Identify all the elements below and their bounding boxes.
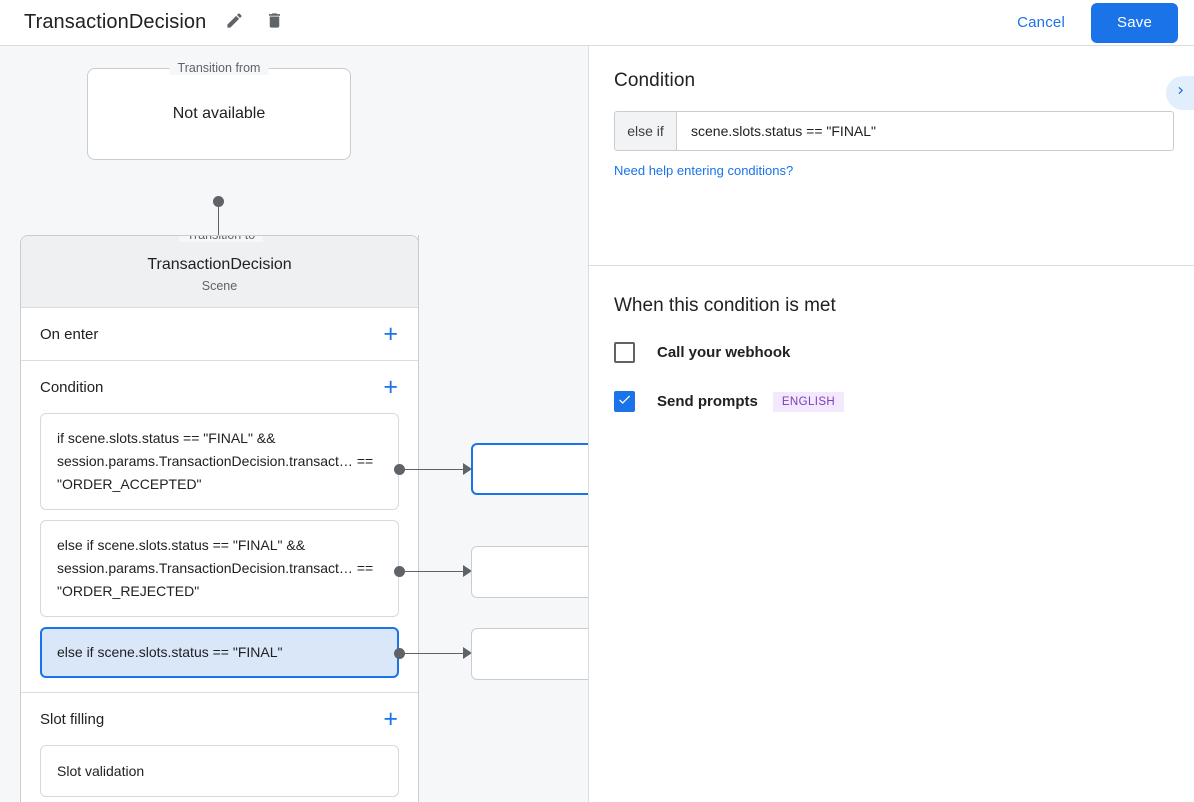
app-header: TransactionDecision Cancel Save <box>0 0 1194 46</box>
page-title: TransactionDecision <box>24 11 207 33</box>
edge-dot <box>394 464 405 475</box>
condition-help-link[interactable]: Need help entering conditions? <box>614 163 794 178</box>
section-condition: Condition + if scene.slots.status == "FI… <box>21 361 418 693</box>
condition-expression-input[interactable]: scene.slots.status == "FINAL" <box>691 123 877 139</box>
condition-item[interactable]: if scene.slots.status == "FINAL" && sess… <box>40 413 399 510</box>
section-slot-filling: Slot filling + Slot validation <box>21 693 418 802</box>
edge-line <box>400 469 465 470</box>
condition-list: if scene.slots.status == "FINAL" && sess… <box>21 413 418 692</box>
condition-item-selected[interactable]: else if scene.slots.status == "FINAL" <box>40 627 399 678</box>
slot-filling-list: Slot validation <box>21 745 418 802</box>
panel-divider <box>589 265 1194 266</box>
condition-item[interactable]: else if scene.slots.status == "FINAL" &&… <box>40 520 399 617</box>
transition-to-legend: Transition to <box>178 236 264 242</box>
send-prompts-label: Send prompts <box>657 393 758 410</box>
slot-validation-item[interactable]: Slot validation <box>40 745 399 797</box>
delete-scene-button[interactable] <box>260 9 288 37</box>
transition-target-box[interactable] <box>471 546 588 598</box>
save-button[interactable]: Save <box>1091 2 1178 43</box>
section-condition-header: Condition + <box>21 361 418 413</box>
edit-name-button[interactable] <box>220 9 248 37</box>
section-slot-filling-header: Slot filling + <box>21 693 418 745</box>
call-webhook-label: Call your webhook <box>657 344 791 361</box>
section-on-enter-header: On enter + <box>21 308 418 360</box>
transition-from-card[interactable]: Transition from Not available <box>87 61 351 160</box>
add-slot-filling-button[interactable]: + <box>383 704 398 733</box>
add-condition-button[interactable]: + <box>383 372 398 401</box>
edge-dot <box>394 648 405 659</box>
condition-detail-panel: Condition else if scene.slots.status == … <box>588 46 1194 802</box>
transition-from-legend: Transition from <box>169 61 269 75</box>
section-on-enter: On enter + <box>21 308 418 361</box>
scene-graph-panel: Transition from Not available Transition… <box>0 46 588 802</box>
edge-arrow <box>463 463 472 475</box>
transition-target-box[interactable] <box>471 443 588 495</box>
section-title: Slot filling <box>40 710 105 728</box>
edge-line <box>400 571 465 572</box>
call-webhook-checkbox[interactable] <box>614 342 635 363</box>
section-title: Condition <box>40 378 104 396</box>
section-title: On enter <box>40 325 99 343</box>
condition-input-group: else if scene.slots.status == "FINAL" <box>614 111 1174 151</box>
checkmark-icon <box>617 392 632 412</box>
add-on-enter-button[interactable]: + <box>383 319 398 348</box>
collapse-panel-button[interactable] <box>1166 76 1194 110</box>
edge-arrow <box>463 647 472 659</box>
edge-line <box>400 653 465 654</box>
pencil-icon <box>225 11 244 35</box>
edge-dot <box>394 566 405 577</box>
language-badge: ENGLISH <box>772 391 845 412</box>
scene-header[interactable]: TransactionDecision Scene <box>21 236 418 308</box>
transition-to-card: Transition to TransactionDecision Scene … <box>20 235 419 802</box>
cancel-button[interactable]: Cancel <box>1003 6 1079 39</box>
call-webhook-row[interactable]: Call your webhook <box>614 342 790 363</box>
scene-name: TransactionDecision <box>147 256 292 273</box>
transition-from-value: Not available <box>172 105 266 122</box>
connector-line <box>218 201 219 263</box>
condition-heading: Condition <box>614 70 696 91</box>
transition-target-box[interactable] <box>471 628 588 680</box>
graph-rail <box>418 235 419 802</box>
trash-icon <box>265 11 284 35</box>
edge-arrow <box>463 565 472 577</box>
condition-prefix-label: else if <box>615 112 677 150</box>
send-prompts-row[interactable]: Send prompts ENGLISH <box>614 391 845 412</box>
when-condition-met-heading: When this condition is met <box>614 295 836 316</box>
chevron-right-icon <box>1173 83 1188 103</box>
scene-type: Scene <box>201 279 238 293</box>
send-prompts-checkbox[interactable] <box>614 391 635 412</box>
